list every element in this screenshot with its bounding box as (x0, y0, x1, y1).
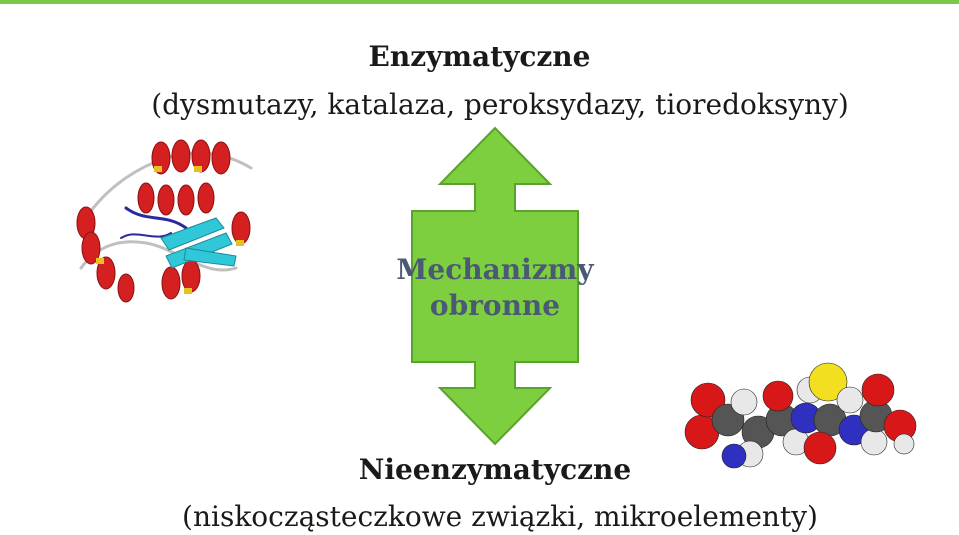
non-enzymatic-examples: (niskocząsteczkowe związki, mikroelement… (182, 500, 818, 533)
label-line-2: obronne (429, 289, 561, 322)
top-accent-bar (0, 0, 959, 4)
defense-mechanisms-label: Mechanizmy obronne (392, 252, 598, 324)
molecule-image (684, 362, 917, 469)
enzymatic-title: Enzymatyczne (368, 40, 591, 73)
label-line-1: Mechanizmy (396, 253, 594, 286)
non-enzymatic-title: Nieenzymatyczne (358, 453, 632, 486)
enzymatic-examples: (dysmutazy, katalaza, peroksydazy, tiore… (151, 88, 849, 121)
protein-ribbon-image (76, 139, 253, 303)
double-arrow-shape (411, 126, 579, 446)
